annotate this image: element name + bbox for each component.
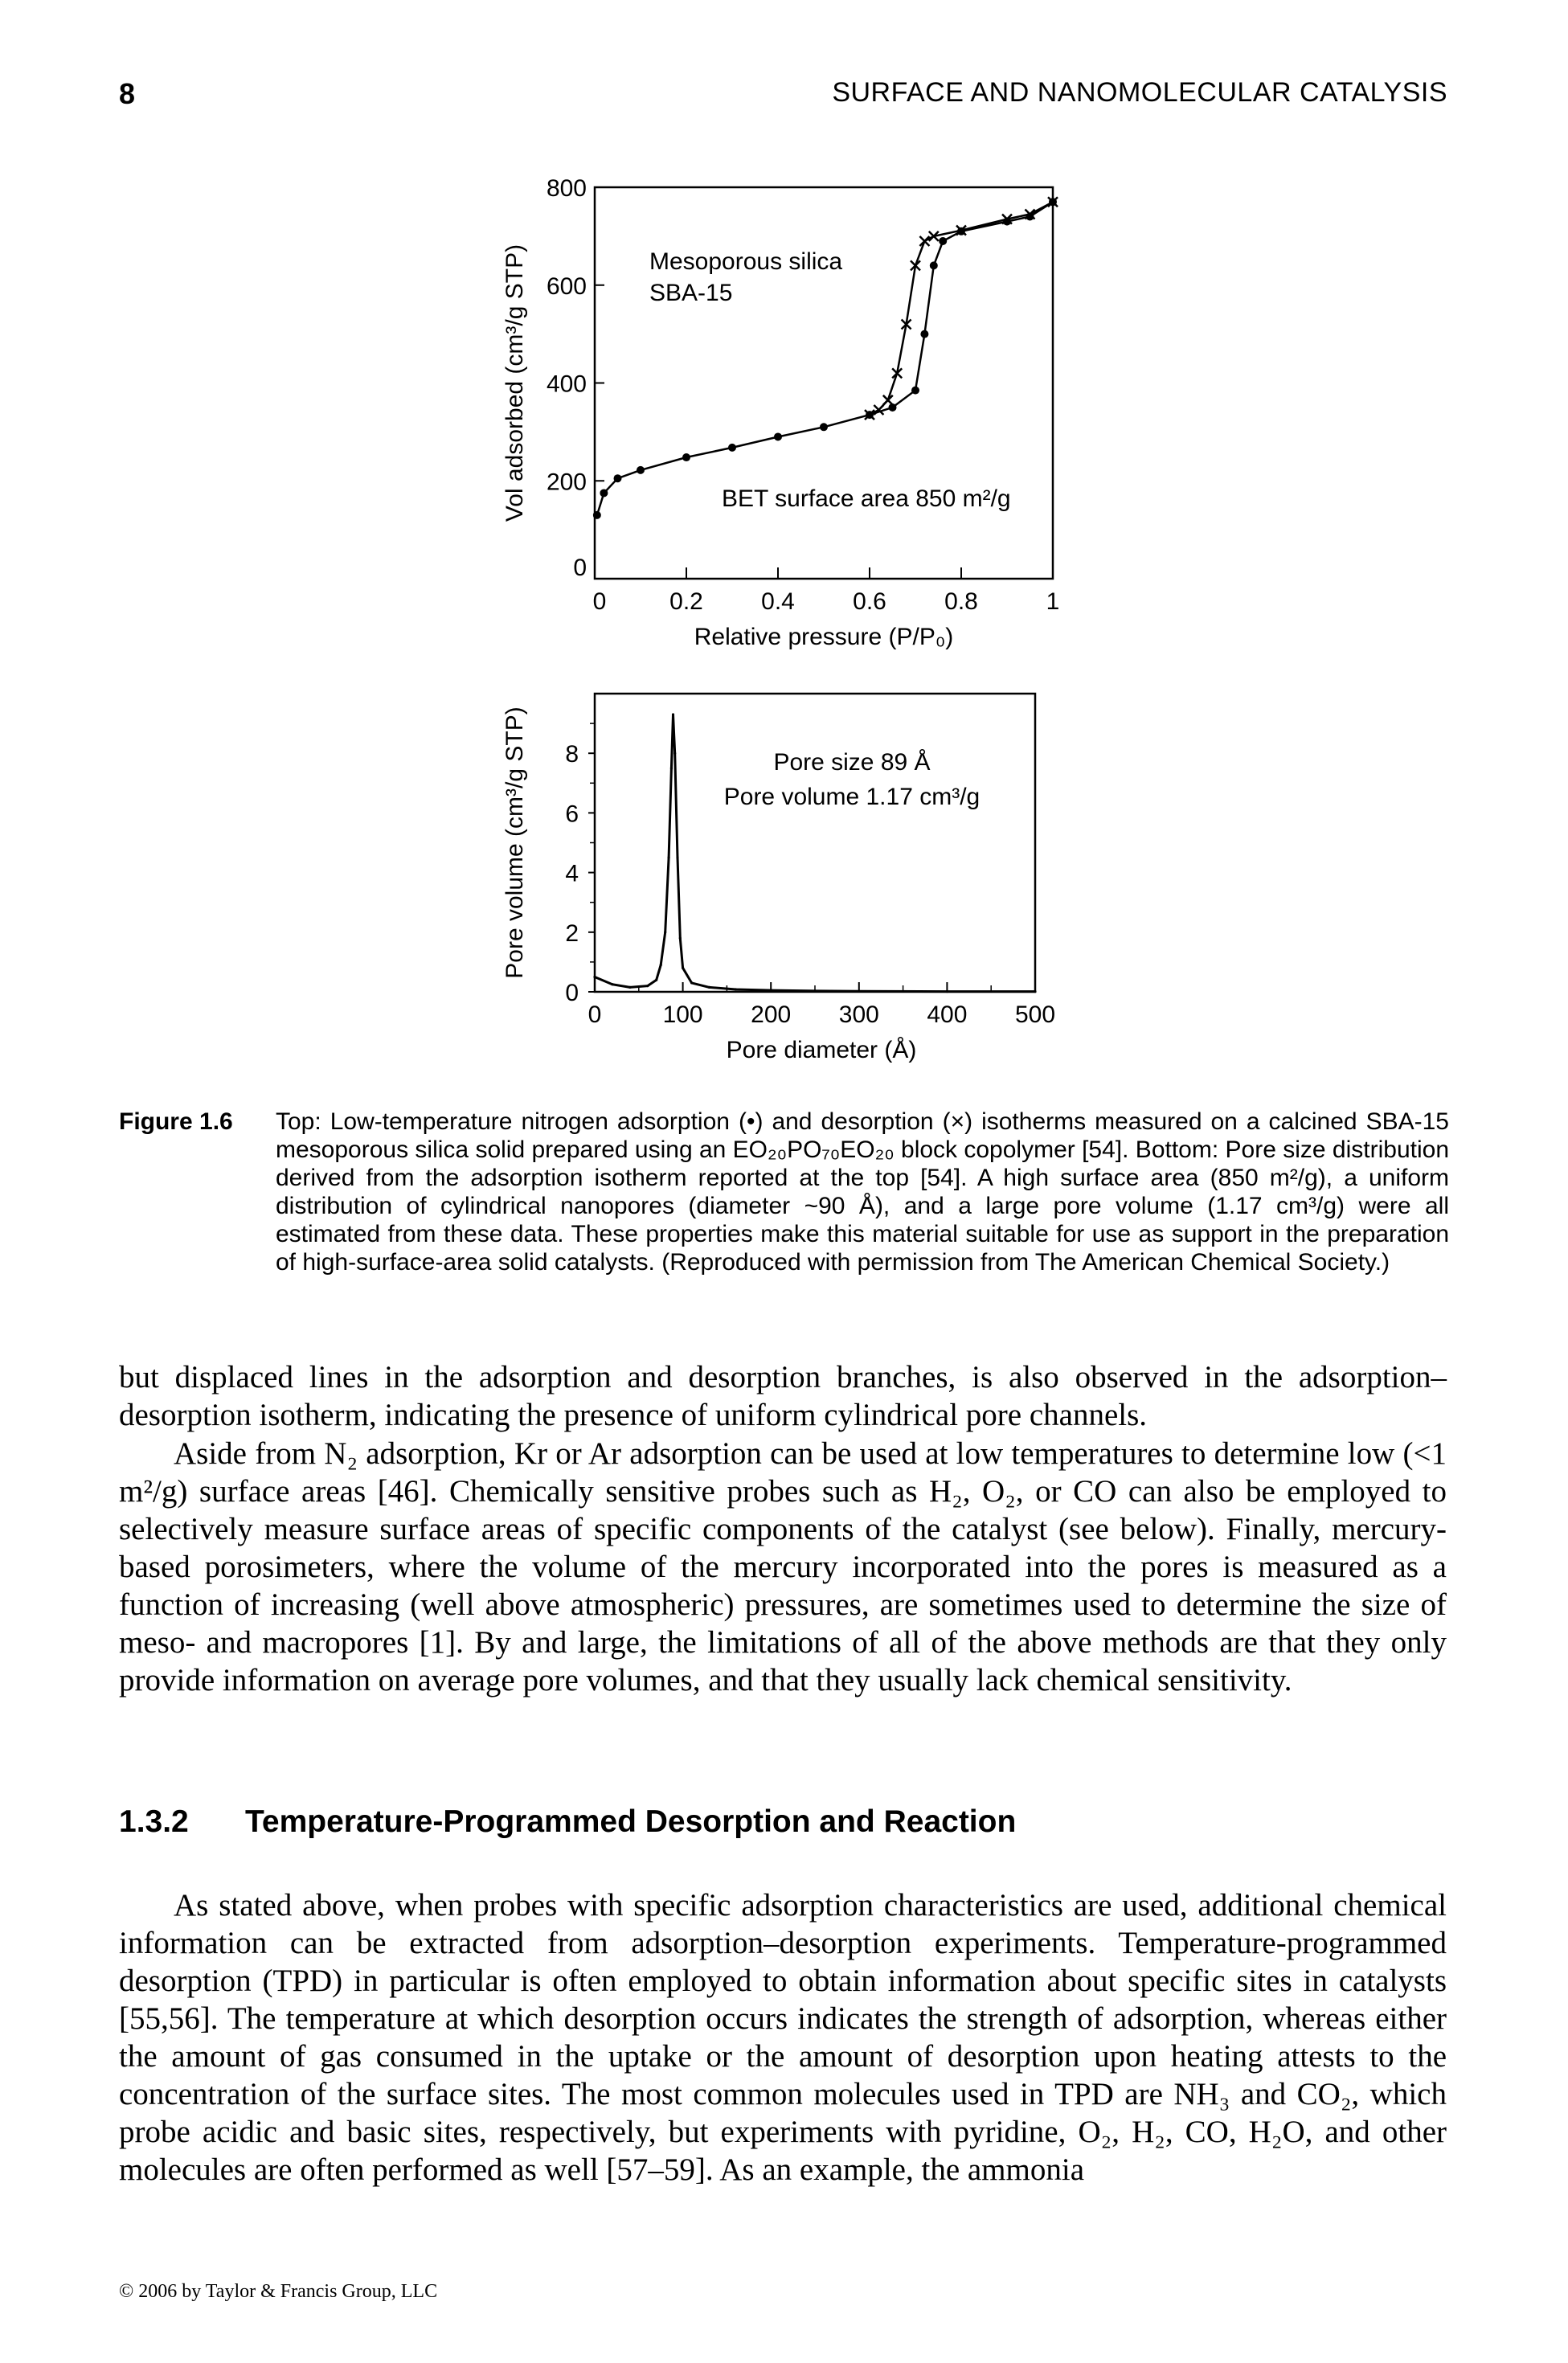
- isotherm-y-tick-label: 200: [547, 469, 587, 495]
- material-annotation: Mesoporous silica: [649, 248, 842, 275]
- pore-size-point: [707, 985, 711, 989]
- pore-size-point: [664, 931, 667, 934]
- section-heading: 1.3.2 Temperature-Programmed Desorption a…: [119, 1804, 1016, 1840]
- body-paragraph-2: Aside from N₂ adsorption, Kr or Ar adsor…: [119, 1436, 1447, 1698]
- desorption-point: [873, 404, 885, 416]
- isotherm-y-tick-label: 0: [573, 555, 587, 581]
- desorption-point: [900, 318, 912, 330]
- pore-volume-annotation: Pore volume 1.17 cm³/g: [724, 784, 980, 810]
- pore-volume-y-tick-label: 6: [565, 801, 579, 827]
- isotherm-y-axis-label: Vol adsorbed (cm³/g STP): [502, 244, 528, 522]
- isotherm-x-tick-label: 0.4: [761, 588, 795, 615]
- desorption-point: [882, 394, 894, 406]
- pore-size-distribution-line: [594, 713, 1035, 993]
- isotherm-plot-frame: [593, 186, 1054, 580]
- pore-volume-y-tick-label: 0: [565, 980, 579, 1006]
- pore-volume-y-tick-label: 4: [565, 861, 579, 887]
- adsorption-point: [820, 423, 828, 432]
- adsorption-point: [600, 489, 608, 498]
- isotherm-plot: 0 200 400 600 800 0 0.2 0.4 0.6 0.8 1 Vol adsorbe…: [502, 175, 1059, 650]
- pore-diameter-x-tick-label: 400: [927, 1001, 967, 1028]
- pore-size-point: [734, 988, 738, 991]
- isotherm-x-tick-label: 0.2: [669, 588, 703, 615]
- desorption-point: [1024, 208, 1036, 220]
- body-paragraph-3: As stated above, when probes with specif…: [119, 1888, 1447, 2187]
- pore-size-point: [646, 985, 649, 988]
- pore-diameter-x-tick-label: 500: [1015, 1001, 1055, 1028]
- adsorption-point: [682, 453, 690, 462]
- pore-size-point: [813, 989, 817, 993]
- pore-diameter-x-tick-label: 0: [588, 1001, 602, 1028]
- copyright-footer: © 2006 by Taylor & Francis Group, LLC: [119, 2281, 438, 2302]
- pore-size-point: [667, 856, 670, 859]
- adsorption-point: [728, 443, 736, 452]
- desorption-point: [891, 367, 903, 379]
- adsorption-point: [888, 403, 897, 412]
- isotherm-y-tick-label: 800: [547, 175, 587, 202]
- pore-volume-y-tick-label: 2: [565, 920, 579, 947]
- adsorption-point: [929, 261, 938, 270]
- adsorption-point: [613, 474, 622, 483]
- pore-size-point: [593, 975, 596, 979]
- isotherm-x-tick-label: 0.6: [853, 588, 886, 615]
- pore-size-point: [1034, 990, 1037, 993]
- pore-size-point: [676, 856, 679, 859]
- pore-volume-y-tick-label: 8: [565, 741, 579, 768]
- pore-size-point: [945, 990, 948, 993]
- pore-size-point: [673, 751, 677, 755]
- desorption-point: [1001, 213, 1013, 225]
- running-head: SURFACE AND NANOMOLECULAR CATALYSIS: [832, 77, 1447, 108]
- pore-size-point: [682, 966, 685, 969]
- pore-size-point: [628, 985, 632, 989]
- material-name-annotation: SBA-15: [649, 280, 732, 306]
- pore-size-point: [769, 989, 772, 992]
- isotherm-y-tick-label: 400: [547, 371, 587, 398]
- adsorption-point: [592, 510, 601, 519]
- pore-size-distribution-plot: 0 2 4 6 8 0 100 200 300 400 500 Pore volume (cm³/…: [502, 692, 1055, 1063]
- desorption-point: [864, 409, 875, 420]
- adsorption-point: [911, 386, 919, 395]
- pore-size-point: [690, 981, 694, 985]
- section-number: 1.3.2: [119, 1804, 189, 1839]
- pore-size-point: [858, 989, 861, 993]
- adsorption-point: [939, 236, 948, 245]
- desorption-point: [1047, 196, 1058, 208]
- pore-diameter-x-tick-label: 300: [839, 1001, 879, 1028]
- pore-size-point: [678, 936, 682, 940]
- figure-caption-text: Top: Low-temperature nitrogen adsorption…: [276, 1108, 1449, 1276]
- pore-volume-y-axis-label: Pore volume (cm³/g STP): [502, 706, 528, 978]
- isotherm-x-tick-label: 0.8: [944, 588, 978, 615]
- isotherm-y-tick-label: 600: [547, 273, 587, 300]
- pore-size-point: [671, 713, 675, 716]
- pore-diameter-x-axis-label: Pore diameter (Å): [727, 1037, 917, 1063]
- section-title: Temperature-Programmed Desorption and Re…: [245, 1804, 1017, 1839]
- pore-size-point: [659, 964, 662, 967]
- pore-size-point: [611, 983, 614, 986]
- pore-diameter-x-tick-label: 100: [663, 1001, 703, 1028]
- adsorption-point: [920, 330, 929, 338]
- desorption-point: [927, 230, 940, 242]
- figure-caption-label: Figure 1.6: [119, 1108, 233, 1135]
- pore-size-plot-frame: [593, 692, 1037, 993]
- isotherm-x-tick-label: 1: [1046, 588, 1060, 615]
- figure-caption: Figure 1.6 Top: Low-temperature nitrogen…: [119, 1108, 1449, 1276]
- isotherm-x-axis-label: Relative pressure (P/P₀): [694, 624, 954, 650]
- adsorption-point: [774, 432, 782, 441]
- pore-size-point: [669, 767, 673, 770]
- body-paragraph-1: but displaced lines in the adsorption an…: [119, 1360, 1447, 1432]
- bet-surface-area-annotation: BET surface area 850 m²/g: [722, 485, 1011, 512]
- pore-size-point: [655, 978, 658, 981]
- pore-diameter-x-tick-label: 200: [751, 1001, 791, 1028]
- adsorption-point: [637, 465, 645, 474]
- isotherm-x-tick-label: 0: [593, 588, 607, 615]
- page-number: 8: [119, 77, 136, 110]
- desorption-point: [956, 224, 967, 236]
- desorption-point: [910, 260, 921, 272]
- pore-size-annotation: Pore size 89 Å: [773, 749, 930, 776]
- desorption-point: [919, 235, 931, 247]
